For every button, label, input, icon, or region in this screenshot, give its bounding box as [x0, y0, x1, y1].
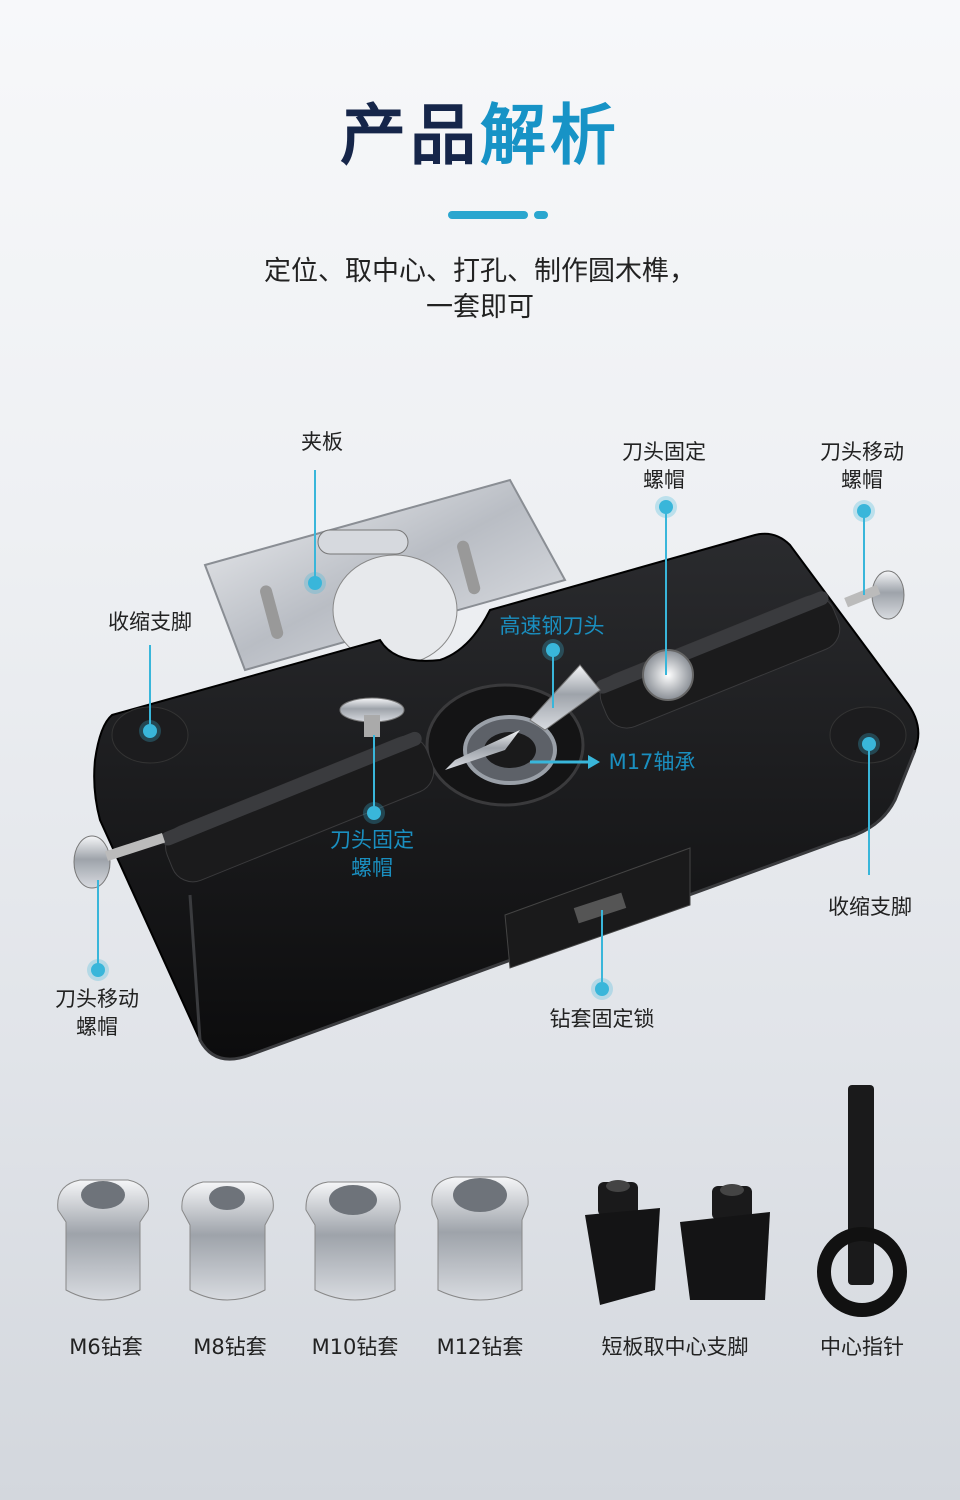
bushing-icon — [431, 1176, 529, 1301]
accessory-caption: M6钻套 — [69, 1335, 143, 1359]
title-part-1: 产品 — [340, 97, 480, 174]
label-bushing-lock: 钻套固定锁 — [549, 1007, 655, 1031]
label-blade-move-nut-left: 刀头移动 螺帽 — [45, 985, 149, 1041]
label-bearing: M17轴承 — [608, 750, 696, 774]
accessories-row — [57, 1085, 907, 1317]
accessory-caption: 短板取中心支脚 — [601, 1335, 749, 1359]
title-underline — [448, 211, 528, 219]
bearing-arrow-icon — [530, 755, 600, 769]
callout-dot — [308, 576, 322, 590]
label-clamp-plate: 夹板 — [301, 430, 343, 454]
callout-line — [601, 910, 603, 982]
label-line: 螺帽 — [351, 856, 393, 880]
callout-line — [314, 470, 316, 580]
label-line: 螺帽 — [841, 468, 883, 492]
accessory-caption: M10钻套 — [311, 1335, 399, 1359]
callout-line — [863, 515, 865, 595]
callout-dot — [91, 963, 105, 977]
title-underline-dot — [534, 211, 548, 219]
page-title: 产品解析 — [0, 96, 960, 176]
callout-line — [868, 745, 870, 875]
bushing-icon — [305, 1181, 401, 1301]
accessory-caption: 中心指针 — [820, 1335, 904, 1359]
label-retract-foot-right: 收缩支脚 — [828, 895, 912, 919]
main-body — [73, 532, 920, 1061]
label-line: 螺帽 — [643, 468, 685, 492]
label-retract-foot-left: 收缩支脚 — [108, 610, 192, 634]
accessory-caption: M12钻套 — [436, 1335, 524, 1359]
label-line: 刀头移动 — [55, 987, 139, 1011]
center-pin-icon — [817, 1085, 907, 1317]
label-blade-fix-nut-center: 刀头固定 螺帽 — [320, 826, 424, 882]
label-hss-blade: 高速钢刀头 — [499, 614, 605, 638]
bushing-icon — [57, 1179, 150, 1301]
label-line: 刀头移动 — [820, 440, 904, 464]
callout-dot — [857, 504, 871, 518]
label-line: 刀头固定 — [622, 440, 706, 464]
callout-line — [97, 880, 99, 970]
center-foot-icon — [585, 1180, 770, 1305]
callout-dot — [143, 724, 157, 738]
bushing-icon — [181, 1181, 274, 1301]
callout-dot — [546, 643, 560, 657]
callout-dot — [659, 500, 673, 514]
accessory-caption: M8钻套 — [193, 1335, 267, 1359]
label-line: 螺帽 — [76, 1015, 118, 1039]
callout-dot — [367, 806, 381, 820]
callout-line — [149, 645, 151, 727]
callout-dot — [862, 737, 876, 751]
subtitle-line-2: 一套即可 — [426, 292, 534, 323]
label-line: 刀头固定 — [330, 828, 414, 852]
callout-line — [373, 735, 375, 807]
callout-line — [552, 653, 554, 708]
clamp-plate — [203, 478, 567, 672]
title-part-2: 解析 — [480, 97, 620, 174]
callout-dot — [595, 982, 609, 996]
subtitle-line-1: 定位、取中心、打孔、制作圆木榫， — [264, 256, 696, 287]
callout-line — [665, 510, 667, 675]
label-blade-move-nut-right: 刀头移动 螺帽 — [810, 438, 914, 494]
label-blade-fix-nut-top: 刀头固定 螺帽 — [612, 438, 716, 494]
